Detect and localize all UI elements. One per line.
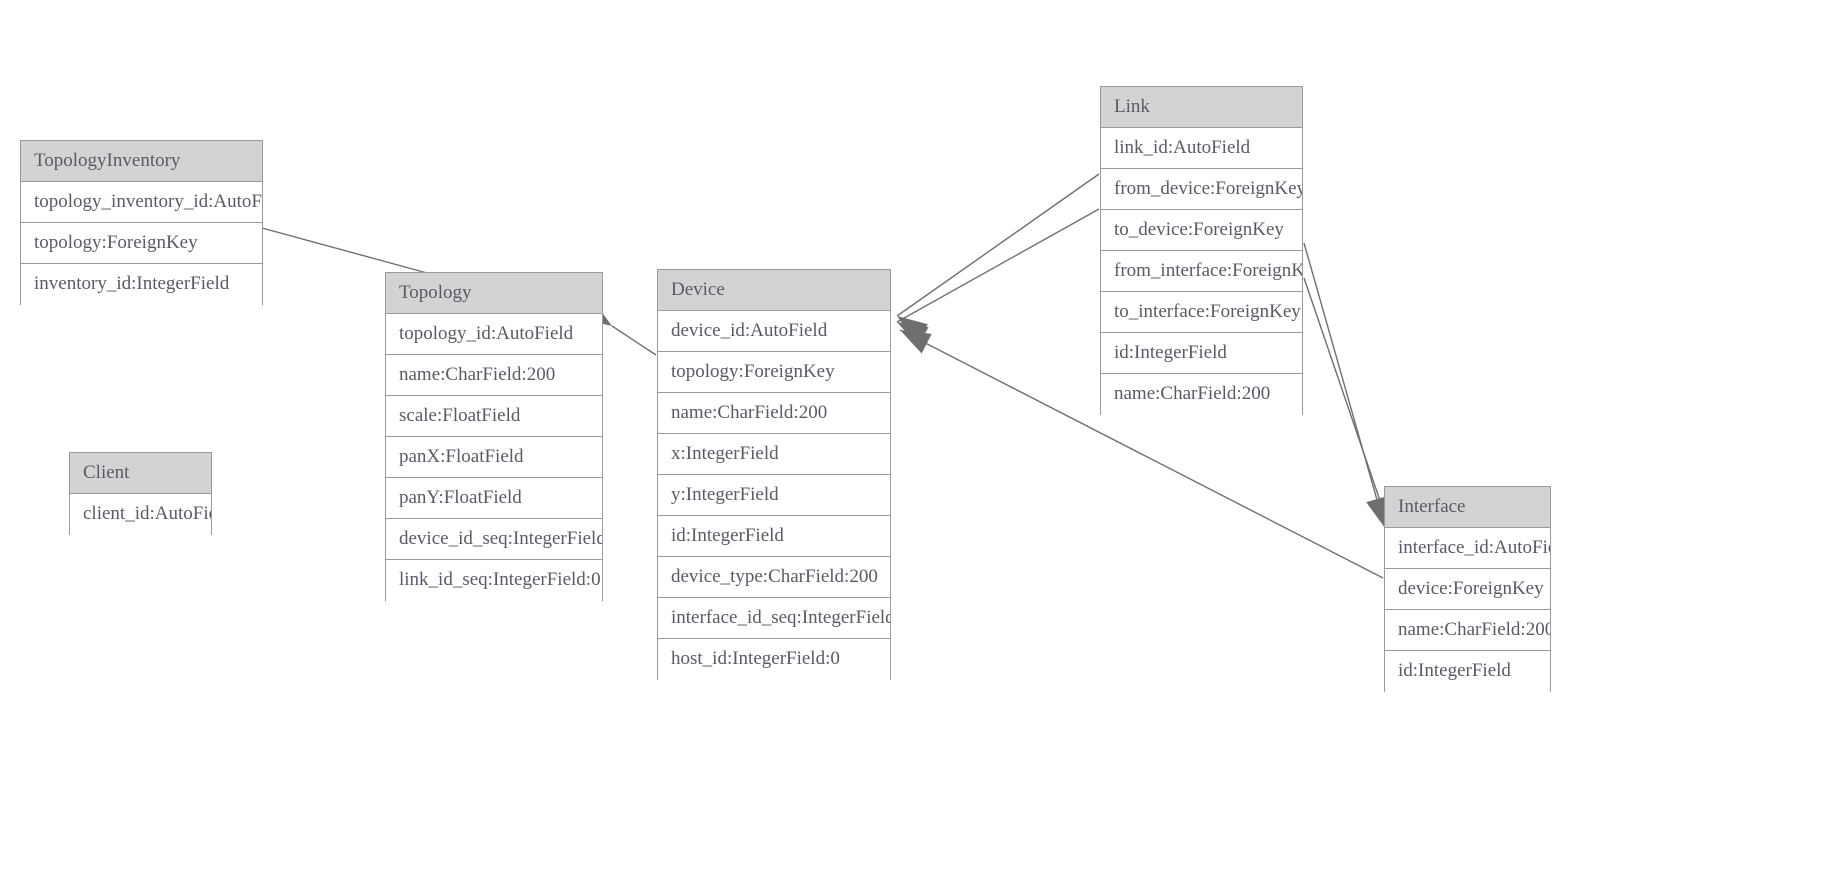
entity-field-row[interactable]: to_device:ForeignKey — [1101, 210, 1302, 251]
entity-field-row[interactable]: id:IntegerField — [1385, 651, 1550, 692]
entity-field-row[interactable]: from_device:ForeignKey — [1101, 169, 1302, 210]
entity-field-row[interactable]: name:CharField:200 — [1101, 374, 1302, 415]
relationship-line — [1303, 277, 1391, 531]
entity-field-row[interactable]: device_id_seq:IntegerField:0 — [386, 519, 602, 560]
entity-field-row[interactable]: interface_id_seq:IntegerField:0 — [658, 598, 890, 639]
entity-field-row[interactable]: to_interface:ForeignKey — [1101, 292, 1302, 333]
entity-title-device: Device — [658, 270, 890, 311]
entity-field-row[interactable]: topology:ForeignKey — [658, 352, 890, 393]
entity-field-row[interactable]: client_id:AutoField — [70, 494, 211, 535]
entity-field-row[interactable]: inventory_id:IntegerField — [21, 264, 262, 305]
entity-title-client: Client — [70, 453, 211, 494]
rel-link-from-device — [896, 173, 1100, 343]
rel-link-to-device — [896, 208, 1100, 347]
relationship-line — [896, 173, 1100, 317]
entity-field-row[interactable]: topology:ForeignKey — [21, 223, 262, 264]
entity-field-row[interactable]: id:IntegerField — [1101, 333, 1302, 374]
relationship-line — [896, 208, 1100, 323]
entity-field-row[interactable]: scale:FloatField — [386, 396, 602, 437]
entity-field-row[interactable]: topology_inventory_id:AutoField — [21, 182, 262, 223]
entity-field-row[interactable]: x:IntegerField — [658, 434, 890, 475]
entity-box-interface[interactable]: Interfaceinterface_id:AutoFielddevice:Fo… — [1384, 486, 1551, 692]
entity-title-interface: Interface — [1385, 487, 1550, 528]
entity-field-row[interactable]: link_id:AutoField — [1101, 128, 1302, 169]
entity-field-row[interactable]: name:CharField:200 — [386, 355, 602, 396]
entity-field-row[interactable]: device:ForeignKey — [1385, 569, 1550, 610]
entity-field-row[interactable]: id:IntegerField — [658, 516, 890, 557]
entity-field-row[interactable]: from_interface:ForeignKey — [1101, 251, 1302, 292]
entity-field-row[interactable]: panX:FloatField — [386, 437, 602, 478]
entity-field-row[interactable]: interface_id:AutoField — [1385, 528, 1550, 569]
entity-field-row[interactable]: device_id:AutoField — [658, 311, 890, 352]
entity-field-row[interactable]: y:IntegerField — [658, 475, 890, 516]
entity-title-topology_inventory: TopologyInventory — [21, 141, 262, 182]
entity-field-row[interactable]: host_id:IntegerField:0 — [658, 639, 890, 680]
entity-title-link: Link — [1101, 87, 1302, 128]
entity-field-row[interactable]: topology_id:AutoField — [386, 314, 602, 355]
entity-field-row[interactable]: panY:FloatField — [386, 478, 602, 519]
relationship-line — [1303, 242, 1386, 529]
entity-field-row[interactable]: name:CharField:200 — [1385, 610, 1550, 651]
entity-title-topology: Topology — [386, 273, 602, 314]
relationship-arrowhead-icon — [897, 316, 928, 343]
entity-field-row[interactable]: name:CharField:200 — [658, 393, 890, 434]
entity-field-row[interactable]: link_id_seq:IntegerField:0 — [386, 560, 602, 601]
entity-field-row[interactable]: device_type:CharField:200 — [658, 557, 890, 598]
relationship-line — [611, 325, 657, 356]
relationship-arrowhead-icon — [900, 330, 932, 354]
rel-link-from-interface — [1303, 242, 1388, 529]
relationship-arrowhead-icon — [897, 322, 929, 347]
